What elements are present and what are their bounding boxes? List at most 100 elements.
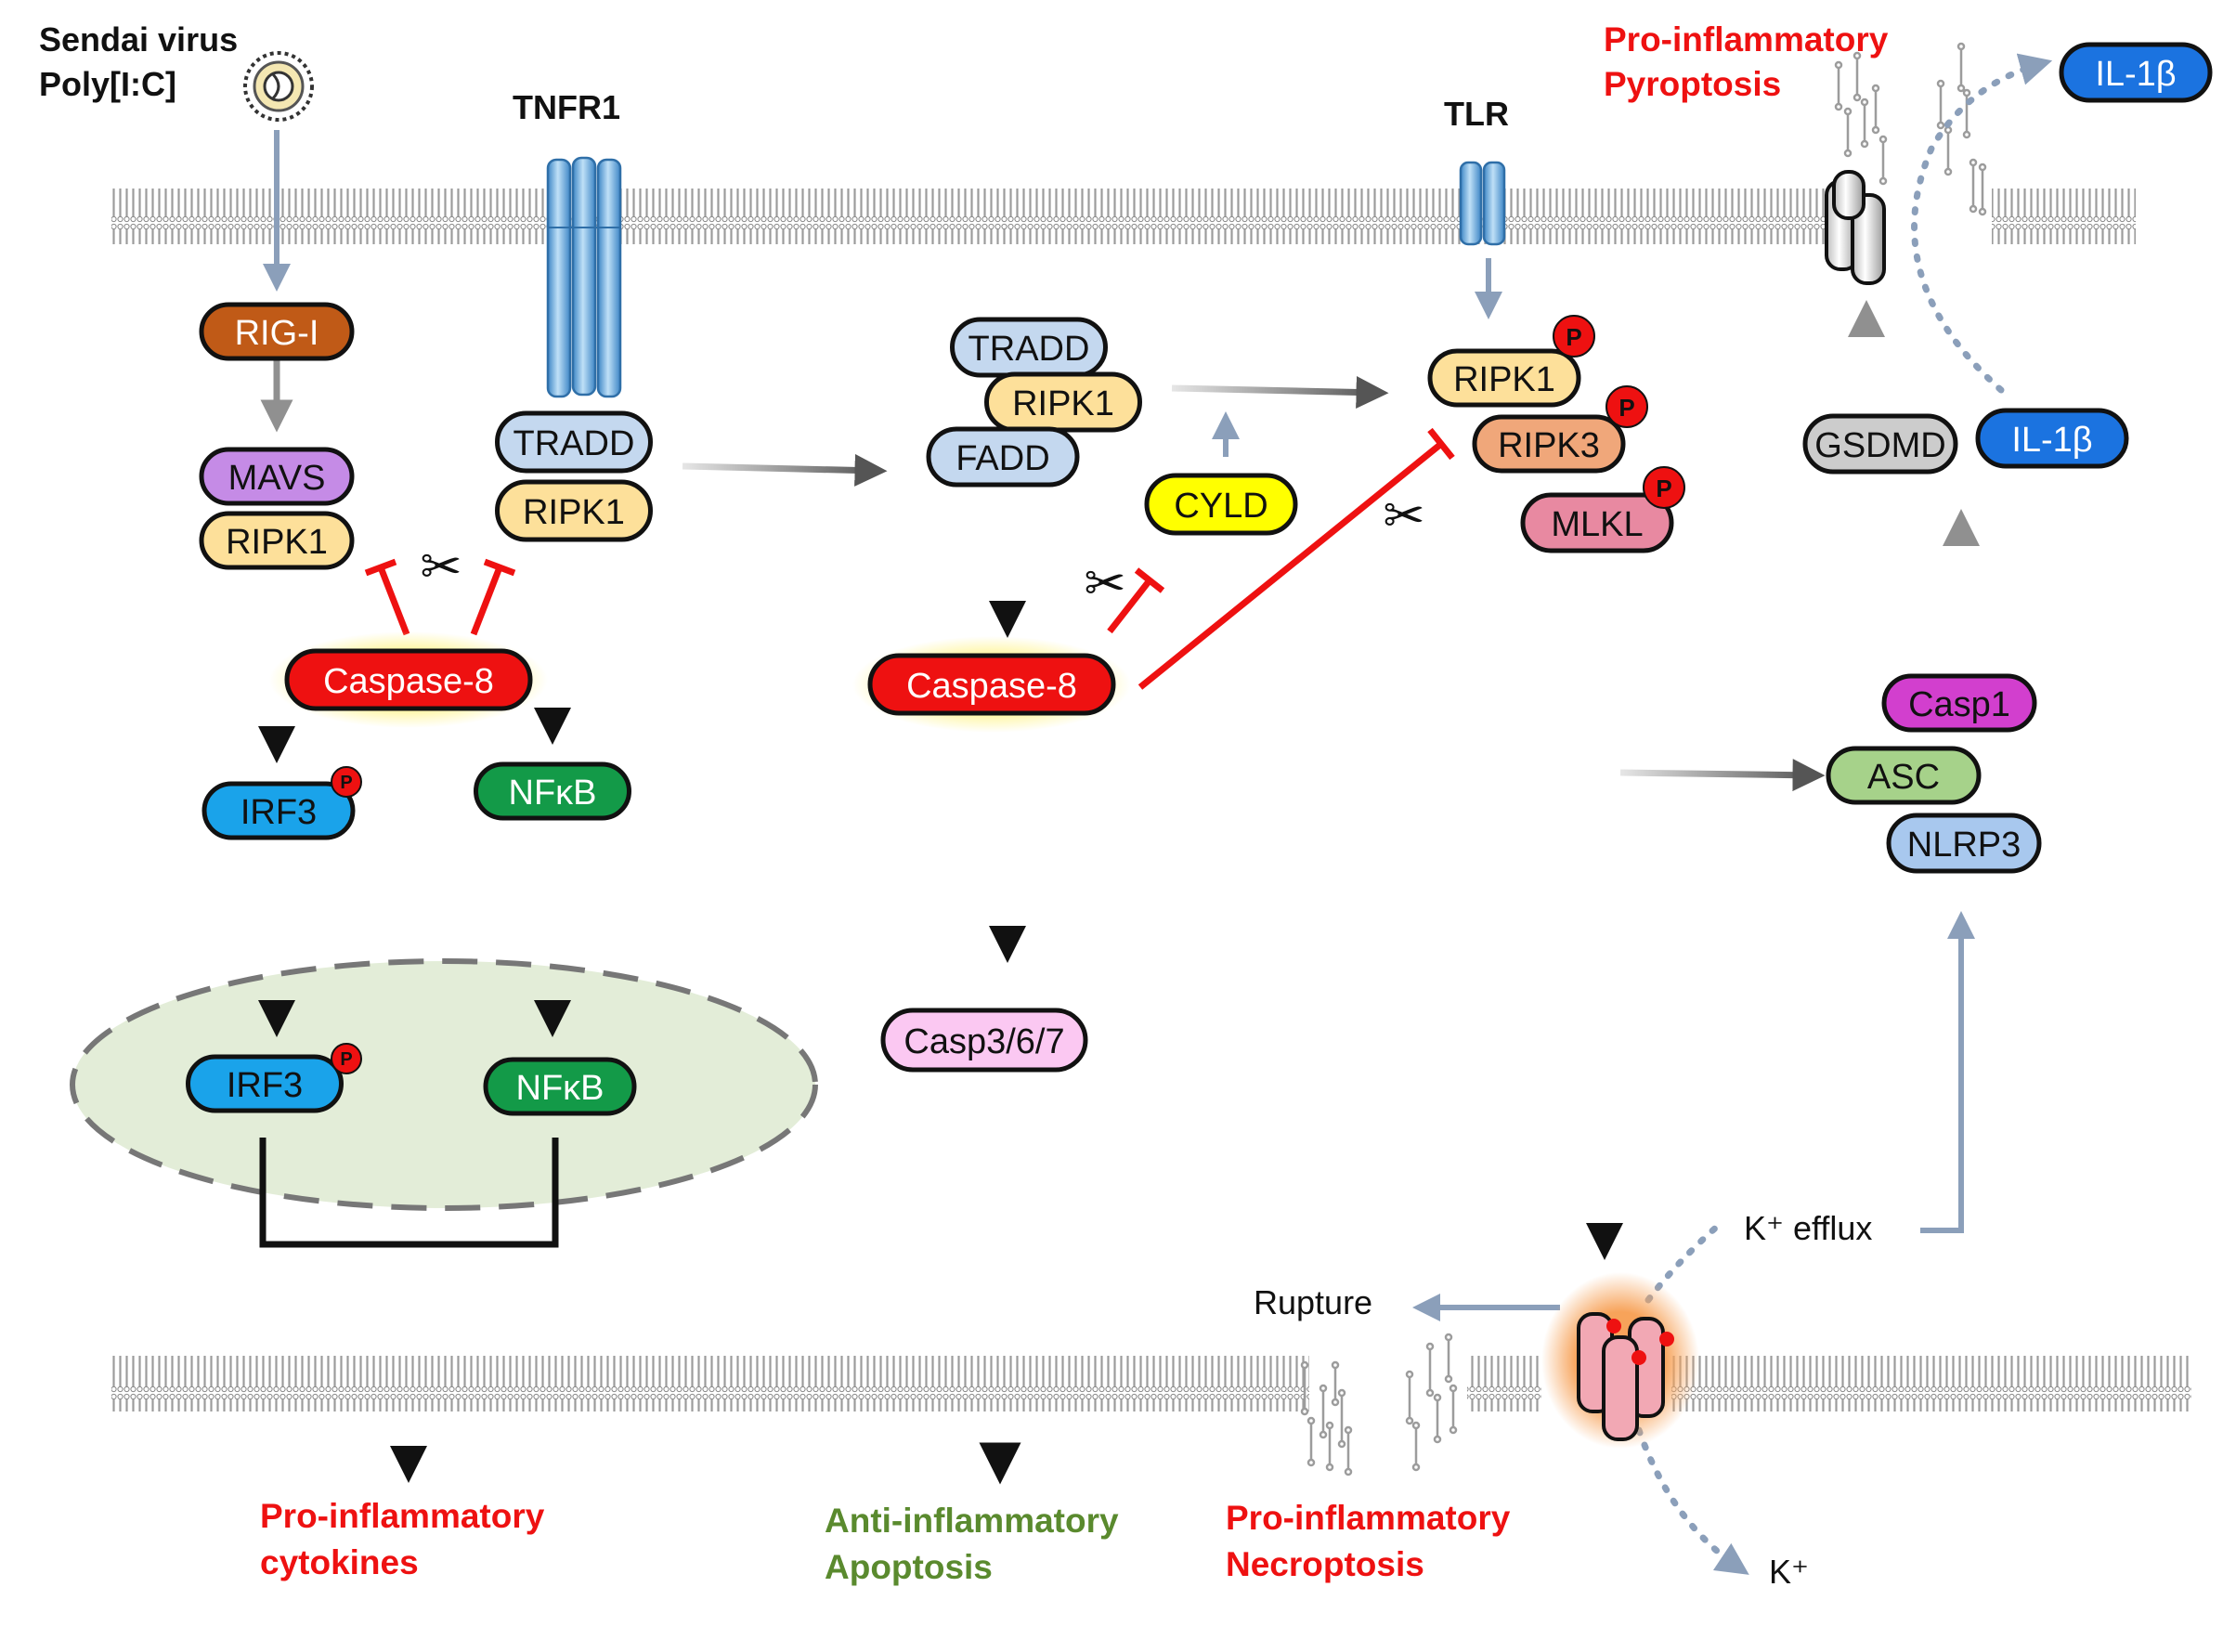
protein-shape [199, 511, 355, 570]
k-efflux-dotted-path [1644, 1222, 1722, 1304]
protein-casp8-left: Caspase-8 [284, 648, 533, 711]
protein-shape [1975, 408, 2129, 469]
arrow-ripk1-to-necrosome [1171, 375, 1389, 409]
protein-label: RIG-I [235, 314, 319, 353]
necroptosis-label-line2: Necroptosis [1226, 1545, 1424, 1583]
inhibit-casp8-to-ripk1-tnfr [470, 558, 516, 636]
protein-label: Casp1 [1908, 685, 2010, 724]
protein-mavs: MAVS [199, 447, 355, 506]
protein-ripk1-mid: RIPK1 [984, 371, 1142, 433]
protein-shape [1472, 414, 1626, 474]
protein-label: IRF3 [227, 1066, 303, 1105]
protein-shape [199, 302, 355, 361]
protein-nlrp3: NLRP3 [1886, 813, 2042, 874]
protein-nfkb-nuc: NFκB [483, 1057, 637, 1116]
protein-label: FADD [956, 439, 1049, 478]
rupture-label: Rupture [1254, 1283, 1372, 1321]
scissors-icon: ✂ [1383, 487, 1424, 545]
protein-label: MAVS [228, 459, 326, 498]
phospho-label: P [340, 773, 352, 793]
cytokines-label-line2: cytokines [260, 1543, 419, 1581]
protein-il1b-mid: IL-1β [1975, 408, 2129, 469]
protein-shape [483, 1057, 637, 1116]
protein-il1b-top: IL-1β [2059, 42, 2213, 103]
apoptosis-label-line1: Anti-inflammatory [825, 1502, 1119, 1540]
protein-shape [2059, 42, 2213, 103]
protein-label: IL-1β [2011, 421, 2092, 460]
protein-shape [199, 447, 355, 506]
phospho-label: P [1618, 394, 1634, 422]
protein-fadd: FADD [926, 426, 1080, 488]
il1b-release-dotted-path [1911, 53, 2053, 394]
protein-shape [1886, 813, 2042, 874]
protein-label: NLRP3 [1907, 826, 2022, 865]
k-efflux-label: K⁺ efflux [1744, 1209, 1872, 1247]
protein-irf3-cyto: IRF3 [202, 781, 356, 840]
protein-shape [1427, 348, 1581, 408]
k-out-dotted-path [1635, 1426, 1749, 1575]
protein-cyld: CYLD [1144, 473, 1298, 536]
protein-tradd-left: TRADD [495, 410, 653, 474]
protein-label: CYLD [1174, 487, 1268, 526]
pyroptosis-title-line1: Pro-inflammatory [1604, 20, 1889, 59]
phospho-circle [1643, 466, 1685, 509]
protein-label: TRADD [968, 330, 1090, 369]
k-plus-label: K⁺ [1769, 1553, 1809, 1591]
inhibit-casp8-to-cyld [1107, 567, 1165, 634]
protein-mlkl: MLKL [1520, 492, 1674, 553]
arrow-to-inflammasome [1619, 759, 1826, 792]
scissors-icon: ✂ [420, 538, 462, 596]
protein-label: RIPK1 [1012, 384, 1114, 423]
protein-tradd-mid: TRADD [950, 317, 1108, 378]
protein-shape [1520, 492, 1674, 553]
protein-shape [1802, 413, 1958, 475]
protein-ripk1-tnfr: RIPK1 [495, 479, 653, 542]
protein-ripk3: RIPK3 [1472, 414, 1626, 474]
phospho-badge: P [1553, 315, 1595, 358]
protein-label: RIPK3 [1498, 426, 1600, 465]
plasma-membrane-bottom [111, 1356, 2191, 1411]
protein-shape [1826, 746, 1982, 805]
phospho-badge: P [1606, 385, 1648, 428]
protein-label: ASC [1867, 758, 1940, 797]
apoptosis-label-line2: Apoptosis [825, 1548, 993, 1586]
tlr-label: TLR [1444, 95, 1509, 133]
protein-label: Caspase-8 [323, 662, 494, 701]
phospho-label: P [1656, 475, 1671, 502]
protein-shape [284, 648, 533, 711]
phospho-badge: P [331, 1043, 362, 1074]
cytokines-label-line1: Pro-inflammatory [260, 1497, 545, 1535]
scattered-lipids-top [1834, 42, 1987, 216]
protein-nfkb-cyto: NFκB [474, 761, 631, 821]
protein-label: GSDMD [1814, 426, 1945, 465]
tnfr1-receptor [546, 156, 622, 398]
phospho-badge: P [331, 766, 362, 798]
tnfr1-label: TNFR1 [513, 88, 620, 126]
protein-label: RIPK1 [523, 493, 625, 532]
protein-irf3-nuc: IRF3 [186, 1054, 344, 1113]
protein-label: RIPK1 [226, 523, 328, 562]
protein-ripk1-right: RIPK1 [1427, 348, 1581, 408]
protein-shape [495, 410, 653, 474]
scissors-icon: ✂ [1084, 554, 1125, 613]
protein-gsdmd: GSDMD [1802, 413, 1958, 475]
scattered-lipids-bottom [1300, 1333, 1458, 1476]
protein-shape [495, 479, 653, 542]
polyic-label: Poly[I:C] [39, 65, 176, 103]
protein-shape [926, 426, 1080, 488]
phospho-label: P [1566, 323, 1581, 351]
mlkl-pore [1541, 1272, 1699, 1449]
protein-shape [474, 761, 631, 821]
protein-label: IRF3 [240, 793, 317, 832]
protein-label: Caspase-8 [906, 667, 1077, 706]
protein-shape [880, 1008, 1088, 1073]
protein-label: Casp3/6/7 [904, 1022, 1064, 1061]
protein-label: IL-1β [2095, 55, 2176, 94]
protein-shape [984, 371, 1142, 433]
phospho-badge: P [1643, 466, 1685, 509]
nucleus [70, 958, 818, 1211]
protein-asc: ASC [1826, 746, 1982, 805]
phospho-circle [331, 1043, 362, 1074]
protein-casp367: Casp3/6/7 [880, 1008, 1088, 1073]
